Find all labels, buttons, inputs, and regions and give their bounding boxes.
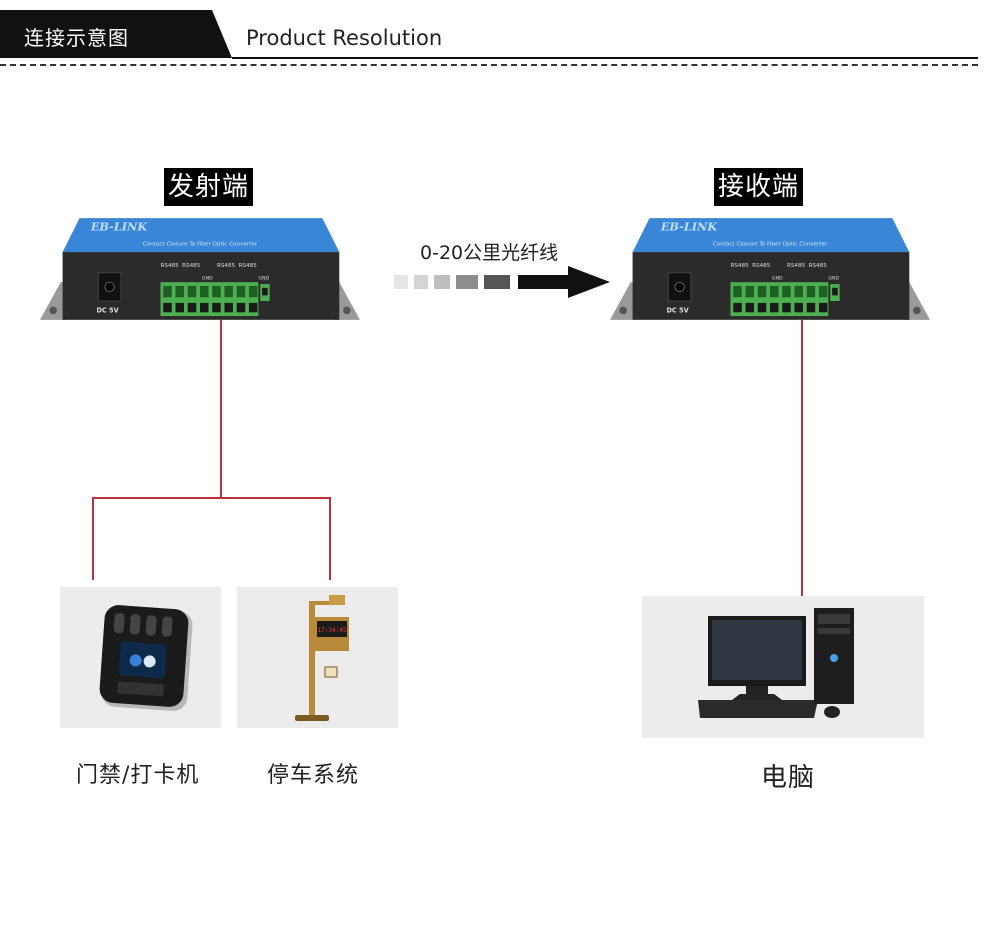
transmitter-label: 发射端 (164, 168, 254, 206)
fiber-arrow (394, 266, 610, 298)
device-subtitle: Contact Closure To Fiber Optic Converter (713, 241, 828, 247)
computer-caption: 电脑 (761, 763, 816, 793)
port-label: RS485 (730, 263, 749, 269)
header-tab-shape (0, 10, 232, 58)
brand-logo: EB-LINK (660, 219, 719, 233)
fiber-label: 0-20公里光纤线 (420, 242, 559, 264)
right-mount-ear (903, 282, 930, 320)
port-label: RS485 (752, 263, 771, 269)
parking-system-photo: 17:34:45 (237, 587, 398, 728)
gnd-label: GND (202, 275, 213, 281)
header-title-cn: 连接示意图 (24, 26, 129, 50)
gnd-label: GND (258, 275, 269, 281)
mouse (824, 706, 840, 718)
keyboard (698, 700, 818, 718)
device-top-panel (62, 218, 340, 253)
port-label: RS485 (787, 263, 806, 269)
header-underline (232, 57, 978, 59)
gnd-label: GND (772, 275, 783, 281)
parking-branch-wire (221, 497, 331, 580)
access-control-photo (60, 587, 221, 728)
brand-logo: EB-LINK (90, 219, 149, 233)
header-title-en: Product Resolution (246, 26, 443, 50)
device-subtitle: Contact Closure To Fiber Optic Converter (143, 241, 258, 247)
right-mount-ear (333, 282, 360, 320)
access-control-device-icon (99, 605, 193, 711)
port-label: RS485 (239, 263, 258, 269)
left-mount-ear (40, 282, 67, 320)
gnd-label: GND (828, 275, 839, 281)
header-tab (0, 10, 232, 58)
transmitter-wire (92, 320, 222, 580)
computer-photo (642, 596, 924, 738)
receiver-device: EB-LINK Contact Closure To Fiber Optic C… (610, 218, 930, 320)
port-label: RS485 (217, 263, 236, 269)
parking-pole-icon: 17:34:45 (295, 595, 349, 721)
power-label: DC 5V (96, 306, 119, 314)
access-control-caption: 门禁/打卡机 (76, 763, 200, 788)
computer-icon (698, 608, 854, 718)
parking-system-caption: 停车系统 (267, 763, 360, 788)
receiver-label: 接收端 (714, 168, 804, 206)
header-dashed-divider (0, 64, 978, 66)
power-label: DC 5V (666, 306, 689, 314)
transmitter-device: EB-LINK Contact Closure To Fiber Optic C… (40, 218, 360, 320)
left-mount-ear (610, 282, 637, 320)
device-top-panel (632, 218, 910, 253)
port-label: RS485 (160, 263, 179, 269)
port-label: RS485 (809, 263, 828, 269)
port-label: RS485 (182, 263, 201, 269)
parking-display-text: 17:34:45 (318, 627, 347, 634)
